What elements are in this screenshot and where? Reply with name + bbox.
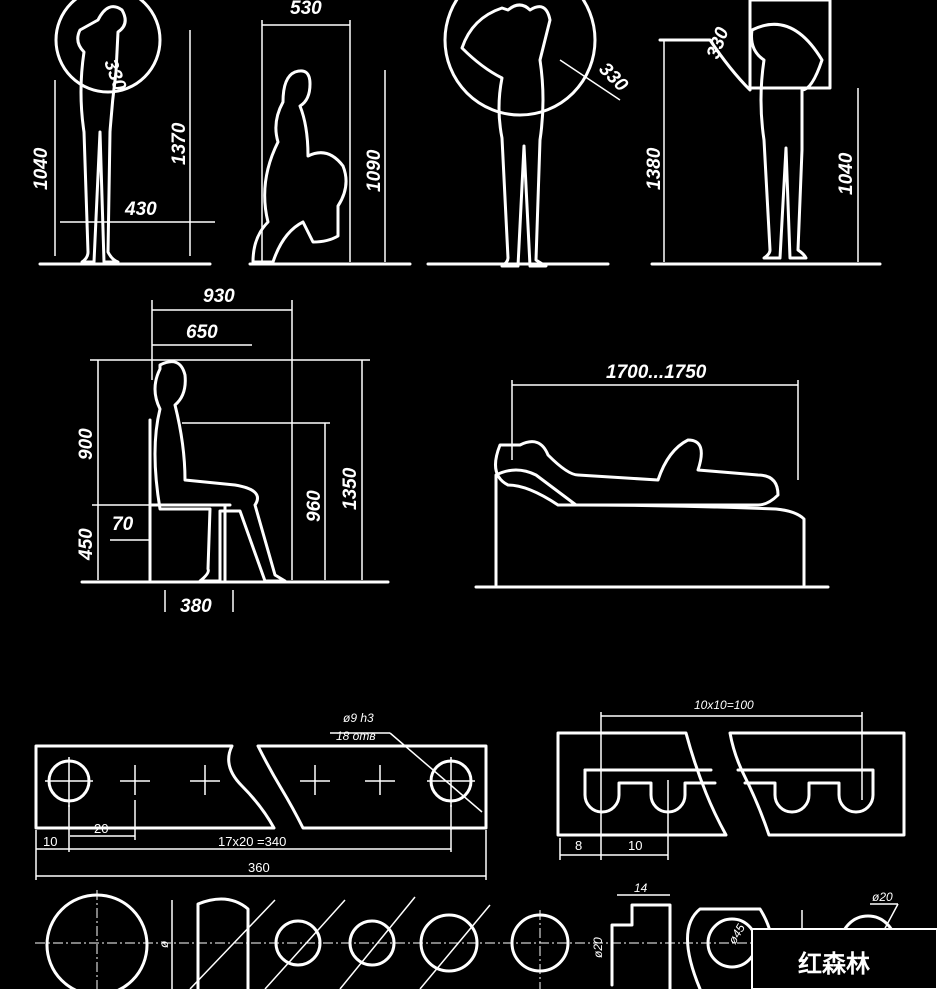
dimension-label: 1090 bbox=[364, 149, 385, 192]
dimension-label: 1040 bbox=[836, 152, 857, 195]
dimension-label: 1380 bbox=[644, 147, 665, 190]
dimension-label: 14 bbox=[634, 881, 648, 895]
dimension-label: 20 bbox=[94, 821, 108, 836]
person-outline bbox=[76, 5, 127, 264]
person-outline bbox=[153, 360, 287, 583]
dimension-label: 360 bbox=[248, 860, 270, 875]
dimension-label: 10 bbox=[628, 838, 642, 853]
reach-circle bbox=[443, 0, 597, 117]
dimension-label: 1350 bbox=[340, 467, 361, 510]
dimension-label: 8 bbox=[575, 838, 582, 853]
perforated-strip-drawing: ø9 h3 18 отв 10 20 17x20 =340 360 bbox=[34, 711, 488, 880]
dimension-label: 1700...1750 bbox=[606, 362, 707, 383]
dimension-label: 430 bbox=[124, 199, 157, 220]
slotted-part-drawing: 10x10=100 8 10 bbox=[556, 698, 906, 860]
couch-outline bbox=[494, 468, 806, 587]
dimension-label: 1040 bbox=[31, 147, 52, 190]
person-outline bbox=[750, 22, 824, 260]
reclining-figure: 1700...1750 bbox=[474, 362, 830, 589]
dimension-label: 450 bbox=[76, 528, 97, 561]
dimension-label: 10 bbox=[43, 834, 57, 849]
shelf-box bbox=[748, 0, 832, 90]
dimension-label: 70 bbox=[112, 514, 134, 535]
dimension-label: ø20 bbox=[591, 937, 605, 958]
seated-figure: 930 650 900 450 70 960 1350 380 bbox=[76, 286, 390, 617]
dimension-label: 650 bbox=[186, 322, 218, 343]
dimension-label: 330 bbox=[703, 24, 734, 61]
dimension-label: 1370 bbox=[169, 122, 190, 165]
chair-outline bbox=[148, 418, 232, 582]
standing-figure-arm-up: 330 bbox=[426, 0, 632, 268]
dimension-label: ø20 bbox=[872, 890, 893, 904]
dimension-label: 10x10=100 bbox=[694, 698, 754, 712]
person-outline bbox=[494, 438, 780, 507]
dimension-label: 530 bbox=[290, 0, 322, 19]
dimension-label: 330 bbox=[594, 59, 632, 97]
diameter-label: ø bbox=[157, 940, 171, 948]
dimension-label: 900 bbox=[76, 428, 97, 460]
person-outline bbox=[460, 3, 552, 268]
person-outline bbox=[251, 69, 348, 264]
dimension-label: 960 bbox=[304, 490, 325, 522]
crouching-figure: 530 1090 bbox=[248, 0, 412, 266]
watermark: 红森林 bbox=[751, 928, 937, 989]
standing-figure-arms-crossed: 1380 1040 330 bbox=[644, 0, 882, 266]
reach-circle bbox=[54, 0, 162, 94]
watermark-text: 红森林 bbox=[798, 950, 870, 978]
dimension-label: 930 bbox=[203, 286, 235, 307]
standing-figure-reach: 1040 1370 430 330 bbox=[31, 0, 215, 266]
hole-count-label: 18 отв bbox=[336, 729, 376, 743]
dimension-label: 17x20 =340 bbox=[218, 834, 286, 849]
hole-diameter-label: ø9 h3 bbox=[343, 711, 374, 725]
dimension-label: 380 bbox=[180, 596, 212, 617]
